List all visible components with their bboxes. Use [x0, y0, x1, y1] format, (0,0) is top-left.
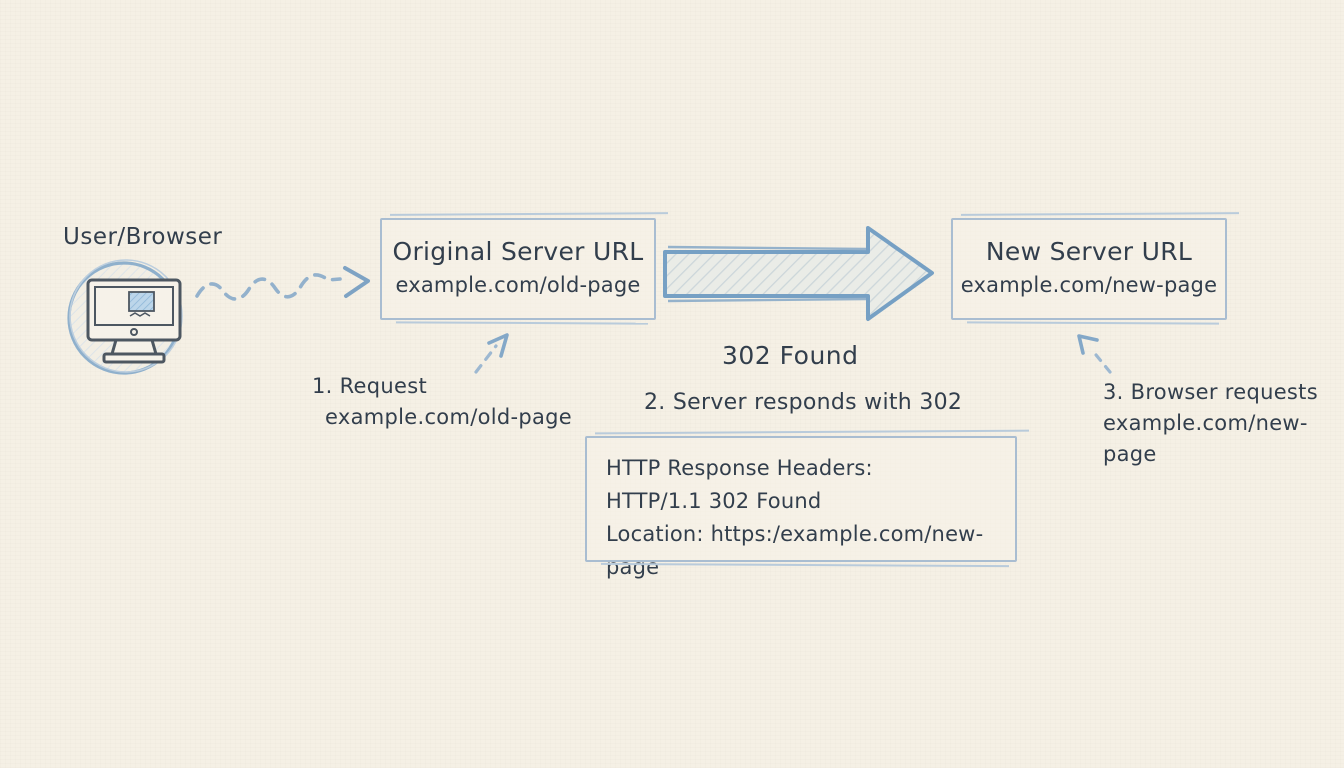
step-3-label: 3. Browser requests example.com/new-page [1103, 377, 1344, 470]
request-wavy-arrow [195, 266, 370, 301]
headers-line-2: HTTP/1.1 302 Found [606, 489, 822, 513]
step-1-line1: 1. Request [312, 374, 428, 398]
http-response-headers-box: HTTP Response Headers: HTTP/1.1 302 Foun… [585, 436, 1017, 579]
step-1-line2: example.com/old-page [325, 405, 573, 429]
step-3-line1: 3. Browser requests [1103, 380, 1318, 404]
step-3-line2: example.com/new-page [1103, 411, 1308, 466]
new-server-url: example.com/new-page [960, 273, 1218, 297]
step-1-label: 1. Request example.com/old-page [312, 371, 572, 433]
new-server-title: New Server URL [985, 237, 1193, 266]
redirect-status-label: 302 Found [722, 341, 859, 370]
step-2-label: 2. Server responds with 302 [644, 390, 963, 415]
original-server-url: example.com/old-page [395, 273, 641, 297]
redirect-block-arrow [663, 226, 934, 321]
original-server-title: Original Server URL [392, 237, 644, 266]
new-server-box: New Server URL example.com/new-page [951, 218, 1227, 320]
original-server-box: Original Server URL example.com/old-page [380, 218, 656, 320]
computer-monitor-icon [67, 259, 183, 375]
headers-line-3: Location: https:/example.com/new-page [606, 522, 984, 579]
user-browser-label: User/Browser [63, 224, 223, 250]
headers-line-1: HTTP Response Headers: [606, 456, 873, 480]
step-3-arrow [1077, 334, 1112, 374]
step-1-arrow [474, 333, 509, 374]
